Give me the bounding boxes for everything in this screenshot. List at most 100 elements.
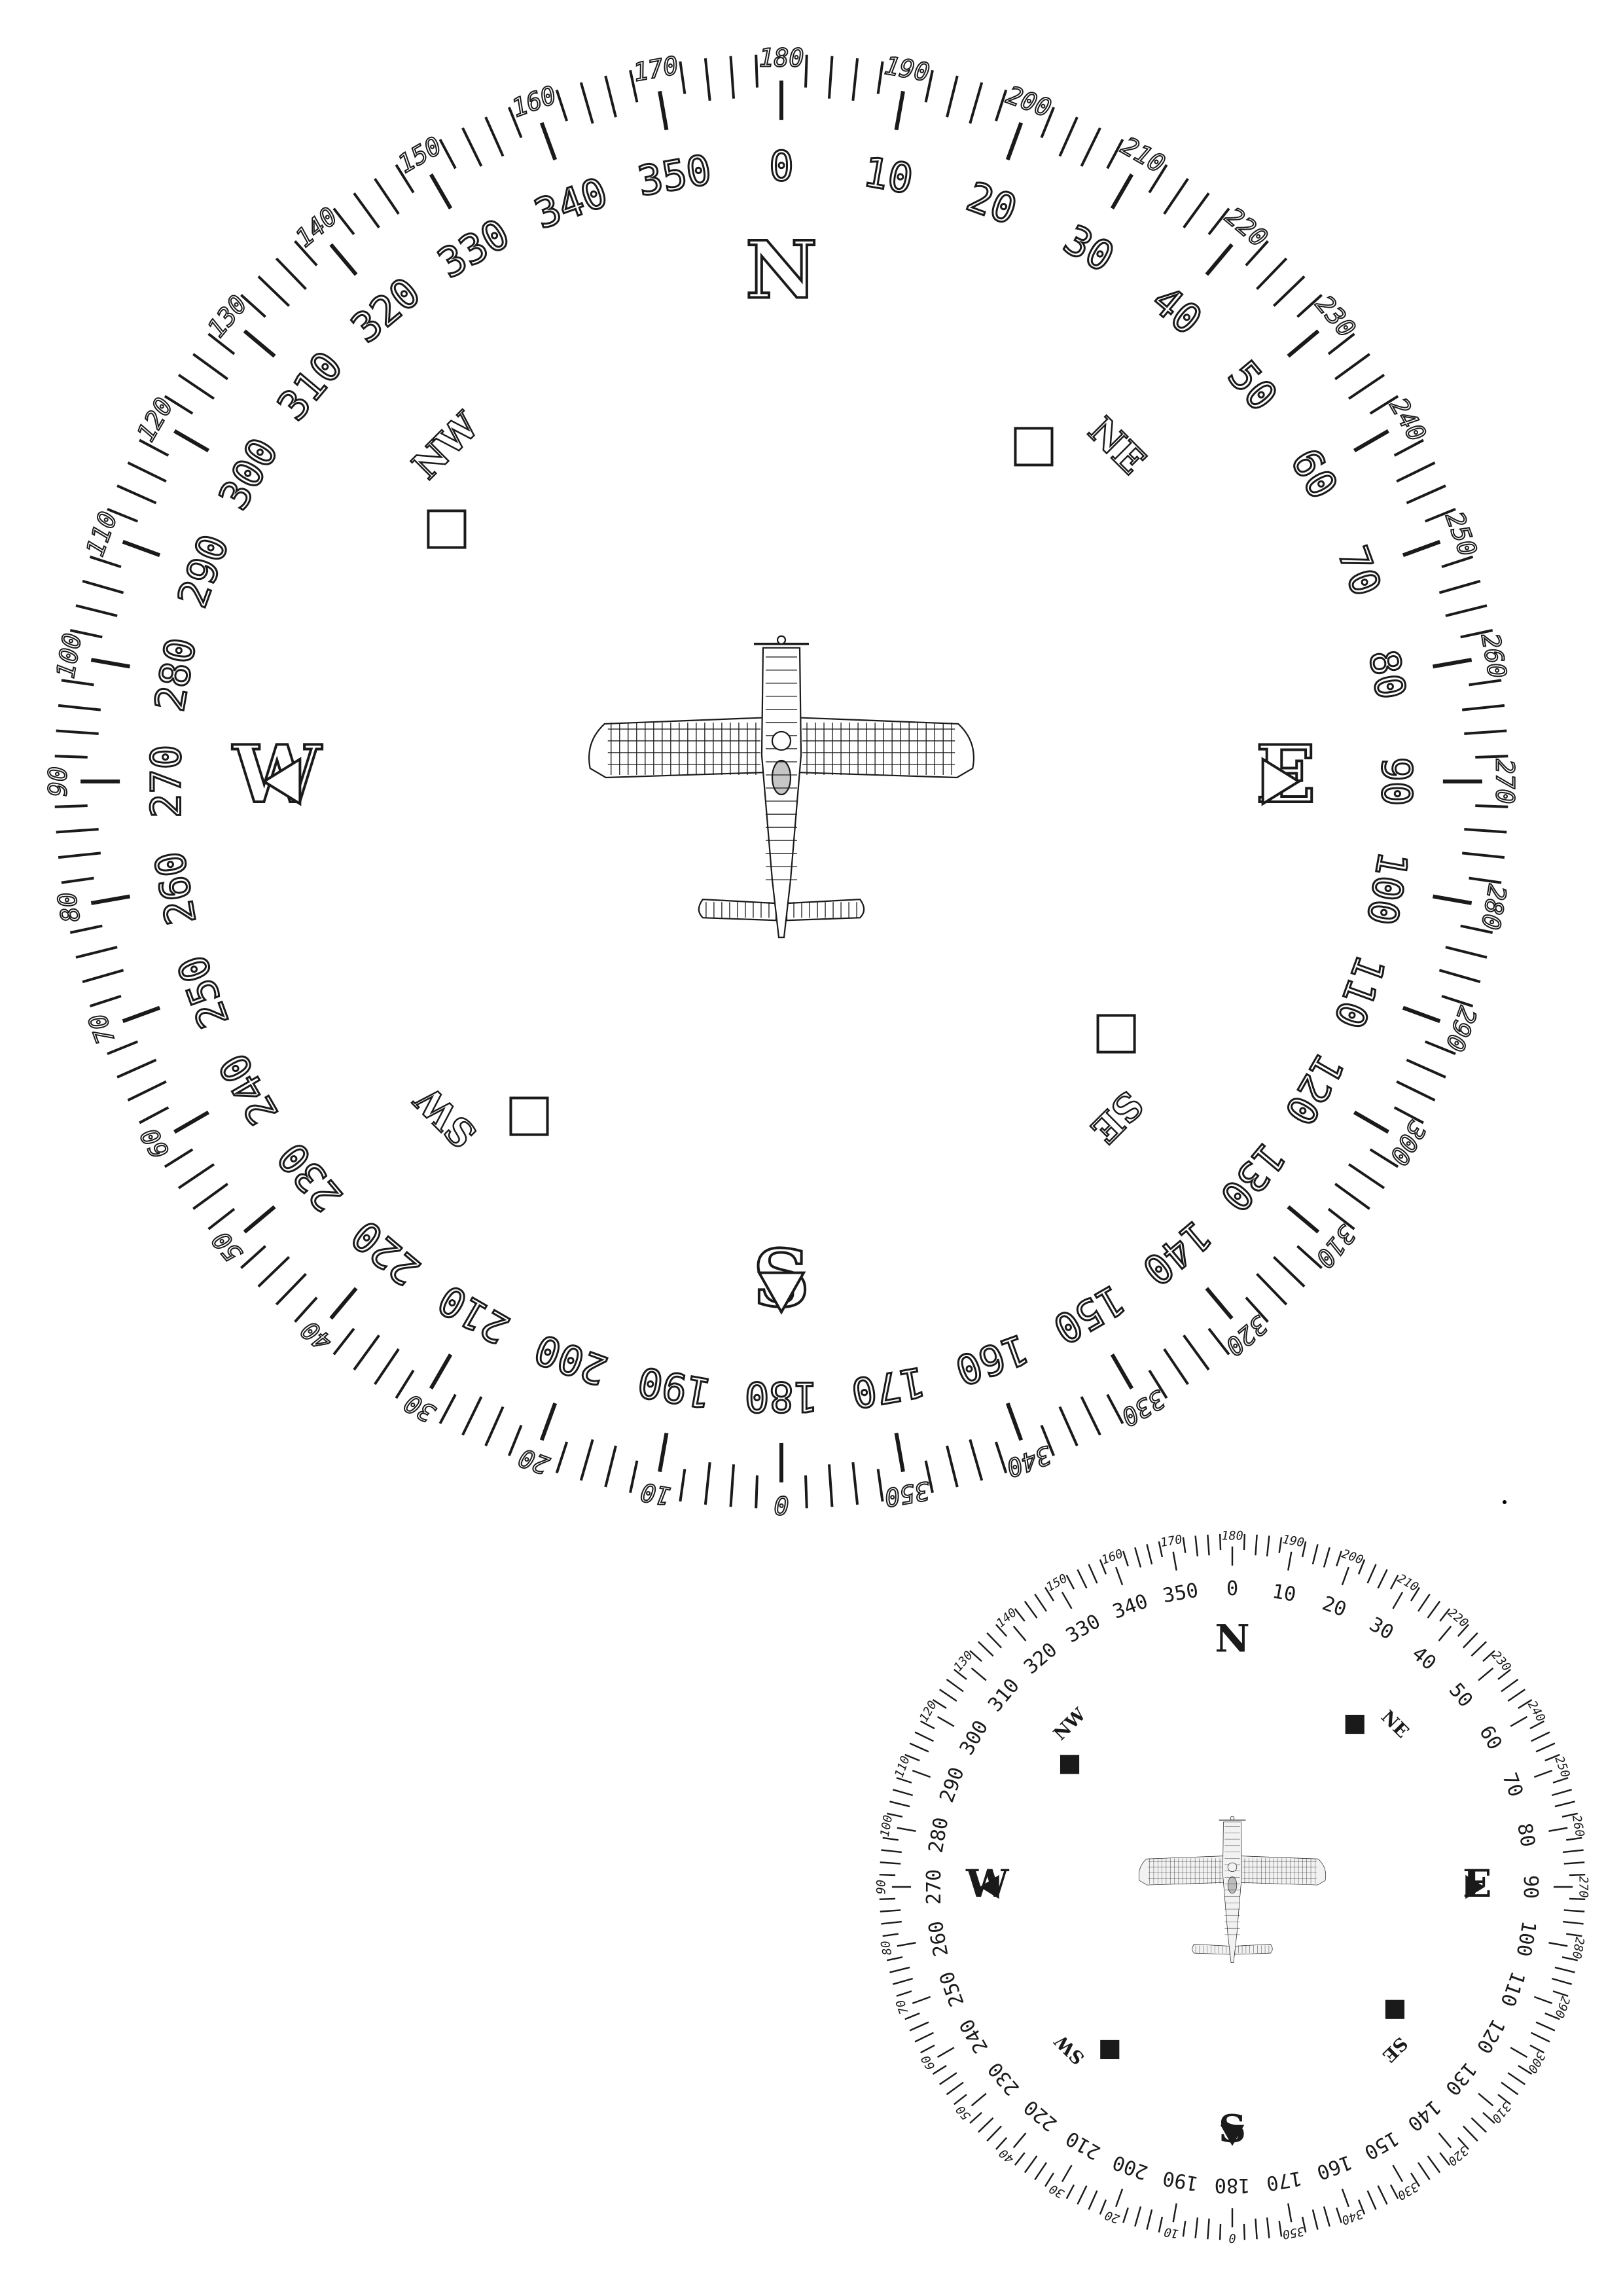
bearing-label: 90 xyxy=(1373,757,1421,806)
degree-tick xyxy=(1311,1544,1319,1565)
degree-tick xyxy=(75,604,118,617)
degree-tick xyxy=(1347,1163,1385,1189)
airplane-illustration xyxy=(1138,1816,1327,1964)
degree-tick xyxy=(1243,2223,1246,2240)
degree-tick xyxy=(82,969,124,984)
outer-scale-label: 60 xyxy=(919,2053,938,2072)
degree-tick xyxy=(994,89,1008,122)
degree-tick xyxy=(704,1462,711,1505)
degree-tick xyxy=(461,1396,483,1436)
degree-tick xyxy=(294,240,318,266)
degree-tick xyxy=(240,294,266,318)
degree-tick xyxy=(1406,1058,1446,1079)
degree-tick xyxy=(1535,1742,1556,1753)
degree-tick xyxy=(207,332,236,355)
degree-tick xyxy=(1418,2162,1431,2180)
degree-tick xyxy=(332,1327,355,1355)
degree-tick xyxy=(1077,2185,1088,2205)
diamond-marker-icon xyxy=(427,509,467,549)
bearing-label: 130 xyxy=(1211,1134,1294,1221)
degree-tick xyxy=(1134,2206,1142,2227)
bearing-label: 10 xyxy=(860,148,916,204)
degree-tick xyxy=(507,1424,523,1456)
degree-tick xyxy=(1296,294,1323,318)
bearing-label: 30 xyxy=(1365,1613,1397,1644)
degree-tick xyxy=(904,1753,920,1762)
bearing-label: 340 xyxy=(528,168,613,238)
degree-tick xyxy=(1088,2190,1098,2210)
bearing-label: 200 xyxy=(528,1325,613,1395)
bearing-label: 220 xyxy=(342,1211,429,1295)
degree-tick xyxy=(484,1406,505,1446)
degree-tick xyxy=(978,2117,994,2133)
degree-tick xyxy=(507,107,523,139)
degree-tick xyxy=(1106,1393,1124,1424)
degree-tick xyxy=(909,2021,929,2032)
degree-tick xyxy=(329,243,358,276)
outer-scale-label: 50 xyxy=(954,2102,973,2123)
degree-tick xyxy=(1182,1537,1186,1553)
degree-tick xyxy=(894,90,905,131)
cockpit-ring xyxy=(1227,1862,1238,1873)
spinner xyxy=(776,635,787,645)
degree-tick xyxy=(1457,2137,1469,2150)
degree-tick xyxy=(429,1353,453,1390)
degree-tick xyxy=(127,461,167,483)
degree-tick xyxy=(969,2111,982,2124)
bearing-label: 230 xyxy=(984,2058,1024,2100)
degree-tick xyxy=(1323,2206,1330,2227)
bearing-label: 80 xyxy=(1512,1821,1539,1849)
degree-tick xyxy=(729,1464,736,1507)
degree-tick xyxy=(1347,374,1385,400)
intercardinal-sw: SW xyxy=(406,1077,486,1157)
degree-tick xyxy=(1287,1205,1320,1234)
degree-tick xyxy=(1554,1966,1575,1973)
bearing-label: 150 xyxy=(1360,2126,1402,2164)
bearing-label: 200 xyxy=(1110,2150,1151,2184)
degree-tick xyxy=(1080,127,1101,167)
degree-tick xyxy=(438,139,457,170)
degree-tick xyxy=(353,1334,380,1371)
degree-tick xyxy=(1396,1080,1436,1102)
degree-tick xyxy=(936,2047,955,2058)
degree-tick xyxy=(257,275,291,307)
degree-tick xyxy=(1255,1534,1258,1556)
diamond-marker-icon xyxy=(1100,2039,1120,2060)
degree-tick xyxy=(1266,2217,1270,2238)
diamond-marker-icon xyxy=(509,1096,549,1136)
bearing-label: 180 xyxy=(1215,2174,1250,2197)
fuselage xyxy=(760,647,802,939)
degree-tick xyxy=(257,1256,291,1288)
outer-scale-label: 260 xyxy=(1476,631,1512,680)
degree-tick xyxy=(897,1827,916,1832)
cockpit-ring xyxy=(771,730,792,751)
degree-tick xyxy=(555,1441,569,1474)
outer-scale-label: 30 xyxy=(1047,2181,1067,2201)
bearing-label: 270 xyxy=(923,1869,946,1905)
degree-tick xyxy=(1377,2185,1388,2205)
degree-tick xyxy=(54,755,88,759)
degree-tick xyxy=(1561,1812,1578,1818)
degree-tick xyxy=(1393,1106,1424,1124)
degree-tick xyxy=(604,75,617,118)
degree-tick xyxy=(177,374,215,400)
fuselage xyxy=(1222,1821,1242,1964)
bearing-label: 140 xyxy=(1403,2095,1445,2136)
degree-tick xyxy=(1393,439,1424,457)
degree-tick xyxy=(1134,1547,1142,1568)
degree-tick xyxy=(139,1106,169,1124)
degree-tick xyxy=(1460,629,1493,639)
degree-tick xyxy=(122,1005,161,1024)
bearing-label: 20 xyxy=(961,172,1023,234)
degree-tick xyxy=(1005,1402,1024,1441)
degree-tick xyxy=(658,1432,669,1473)
outer-scale-label: 70 xyxy=(893,1998,911,2016)
degree-tick xyxy=(1439,2152,1451,2166)
degree-tick xyxy=(1410,1587,1420,1602)
degree-tick xyxy=(555,89,569,122)
bearing-label: 300 xyxy=(209,430,287,518)
degree-tick xyxy=(1183,1334,1210,1371)
degree-tick xyxy=(1334,353,1370,380)
degree-tick xyxy=(1353,1110,1389,1134)
